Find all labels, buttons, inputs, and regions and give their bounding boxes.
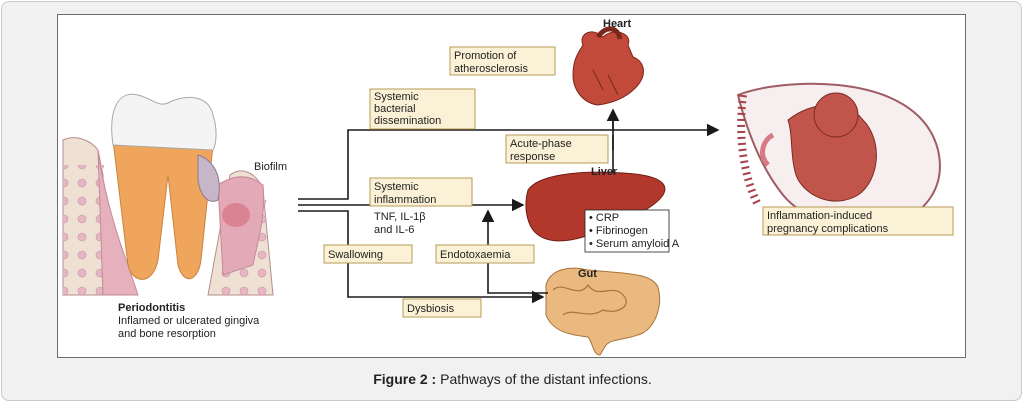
systemic-inflammation-line-2: inflammation	[374, 194, 436, 206]
systemic-dissemination-line-2: bacterial	[374, 103, 416, 115]
acute-phase-line-1: Acute-phase	[510, 138, 572, 150]
heart-illustration	[572, 26, 644, 106]
swallowing-label: Swallowing	[328, 249, 383, 261]
liver-marker-saa: • Serum amyloid A	[589, 238, 680, 250]
biofilm-label: Biofilm	[254, 161, 287, 173]
periodontitis-desc-line-2: and bone resorption	[118, 328, 216, 340]
acute-phase-line-2: response	[510, 151, 555, 163]
caption-text: Pathways of the distant infections.	[436, 371, 652, 387]
periodontitis-pathways-diagram: Heart Promotion of atherosclerosis Liver…	[62, 18, 954, 356]
pregnancy-box-line-2: pregnancy complications	[767, 223, 889, 235]
liver-markers-box	[584, 209, 670, 253]
systemic-inflammation-box	[369, 177, 473, 207]
gut-title: Gut	[578, 268, 597, 280]
dysbiosis-box	[402, 298, 482, 318]
endotoxaemia-label: Endotoxaemia	[440, 249, 511, 261]
liver-marker-fibrinogen: • Fibrinogen	[589, 225, 648, 237]
cytokines-line-1: TNF, IL-1β	[374, 211, 426, 223]
liver-title: Liver	[591, 166, 618, 178]
endotoxaemia-box	[435, 244, 535, 264]
caption-label: Figure 2 :	[373, 371, 437, 387]
dysbiosis-label: Dysbiosis	[407, 303, 455, 315]
figure-caption: Figure 2 : Pathways of the distant infec…	[0, 371, 1025, 387]
heart-box-line-2: atherosclerosis	[454, 63, 528, 75]
systemic-dissemination-line-3: dissemination	[374, 115, 441, 127]
heart-box	[449, 46, 556, 76]
fetus-illustration	[736, 82, 941, 229]
figure-panel: Heart Promotion of atherosclerosis Liver…	[57, 14, 966, 358]
liver-marker-crp: • CRP	[589, 212, 619, 224]
systemic-dissemination-line-1: Systemic	[374, 91, 419, 103]
tooth-gum-illustration	[62, 93, 274, 296]
periodontitis-title: Periodontitis	[118, 302, 185, 314]
systemic-dissemination-box	[369, 88, 476, 130]
pregnancy-box-line-1: Inflammation-induced	[767, 210, 872, 222]
heart-box-line-1: Promotion of	[454, 50, 517, 62]
periodontitis-desc-line-1: Inflamed or ulcerated gingiva	[118, 315, 260, 327]
gut-illustration	[545, 267, 661, 356]
heart-title: Heart	[603, 18, 631, 30]
pregnancy-box	[762, 206, 954, 236]
swallowing-box	[323, 244, 413, 264]
systemic-inflammation-line-1: Systemic	[374, 181, 419, 193]
cytokines-line-2: and IL-6	[374, 224, 414, 236]
acute-phase-box	[505, 134, 609, 164]
